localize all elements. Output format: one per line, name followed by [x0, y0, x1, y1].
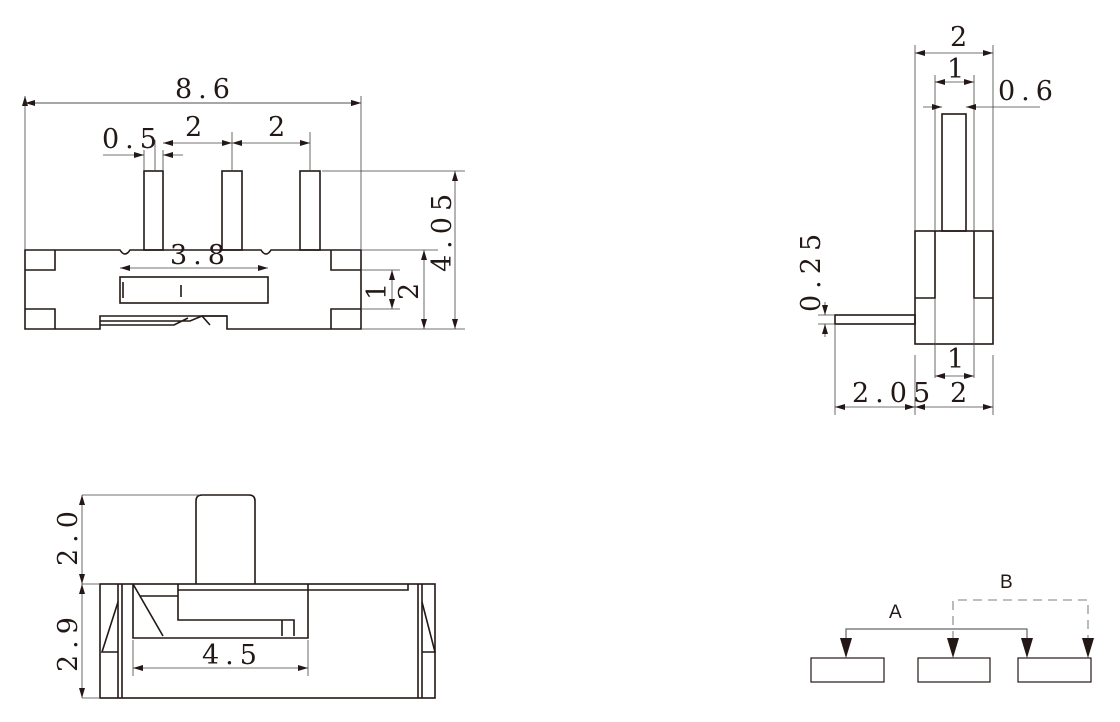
dim-pin-width: 0.5 [102, 124, 163, 155]
front-view: 8.6 2 2 0.5 3.8 4.05 2 1 [25, 74, 465, 330]
dim-shaft-width: 0.6 [998, 76, 1059, 107]
dim-travel: 4.5 [202, 640, 263, 671]
dim-body-height-top: 2.9 [53, 611, 84, 672]
dim-total-height: 4.05 [427, 188, 458, 272]
dim-shaft-outer: 1 [947, 54, 970, 85]
dim-lead-length: 2.05 [852, 378, 936, 409]
switch-position-diagram: A B [810, 572, 1094, 683]
side-view: 2 1 0.6 1 2.05 2 0.25 [796, 22, 1059, 415]
dim-inner-width-bottom: 1 [947, 344, 970, 375]
dim-lever-height: 2.0 [53, 505, 84, 566]
dim-pin-pitch-2: 2 [268, 112, 291, 143]
dim-slot-height: 1 [362, 277, 393, 300]
dim-lead-thickness: 0.25 [796, 228, 827, 312]
label-position-b: B [1000, 572, 1013, 593]
label-position-a: A [889, 602, 902, 623]
dim-slot-width: 3.8 [170, 240, 231, 271]
dim-body-height: 2 [394, 277, 425, 300]
dim-pin-pitch-1: 2 [185, 112, 208, 143]
top-view: 4.5 2.0 2.9 [53, 494, 437, 699]
dim-body-width-top: 2 [950, 22, 973, 53]
dim-body-width-bottom: 2 [950, 378, 973, 409]
dim-overall-width: 8.6 [175, 74, 236, 105]
